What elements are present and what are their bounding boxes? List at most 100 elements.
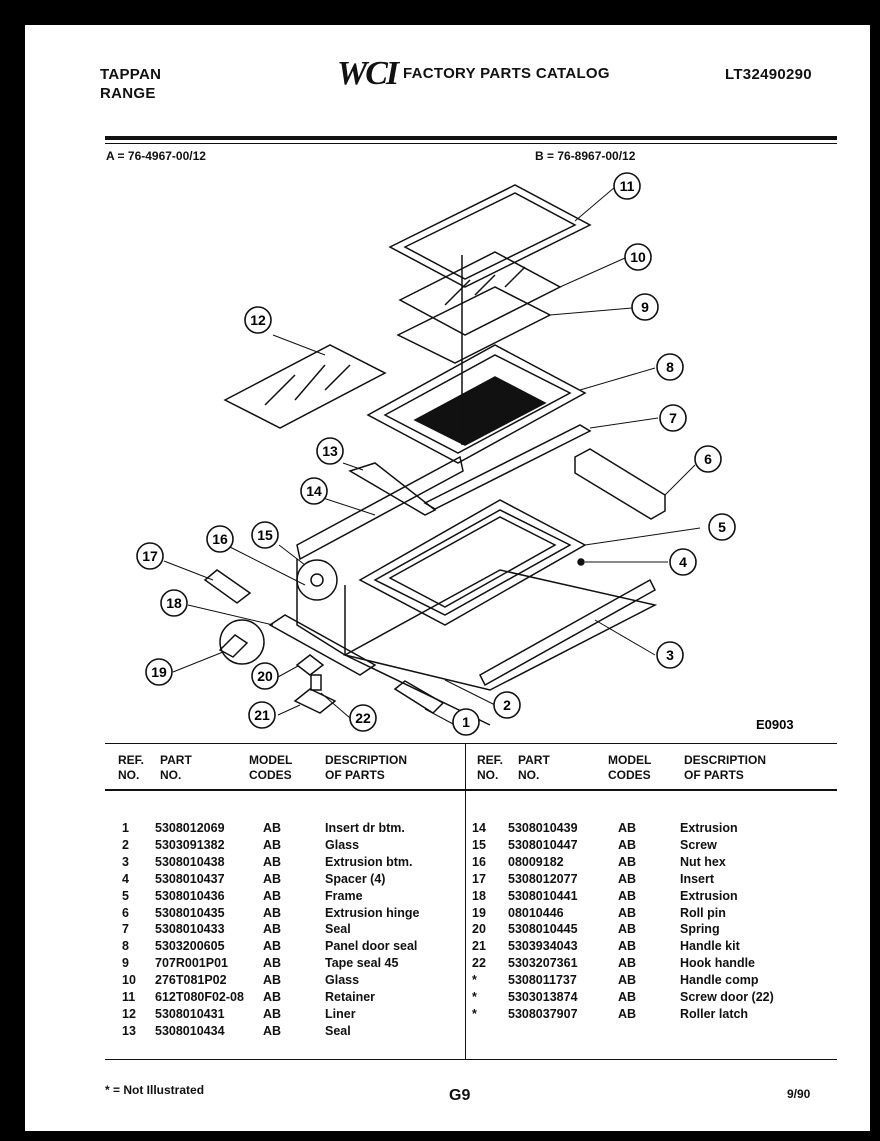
cell-part: 5308010431 [155, 1006, 225, 1021]
cell-ref: * [472, 1006, 477, 1021]
not-illustrated-note: * = Not Illustrated [105, 1083, 205, 1097]
detail-circle-19 [219, 619, 265, 665]
part-insert-17 [203, 569, 252, 604]
cell-model: AB [263, 821, 282, 835]
cell-desc: Screw door (22) [680, 990, 774, 1004]
callout-8: 8 [656, 353, 684, 381]
cell-model: AB [618, 905, 637, 920]
model-a-label: A = 76-4967-00/12 [106, 149, 206, 163]
cell-part: 5308010439 [508, 821, 578, 835]
cell-model: AB [618, 854, 637, 869]
callout-circle [349, 704, 377, 732]
callout-label: 14 [306, 483, 322, 499]
cell-desc: Extrusion hinge [325, 905, 420, 920]
model-b-label: B = 76-8967-00/12 [535, 149, 636, 163]
callout-circle [631, 293, 659, 321]
cell-ref: 6 [122, 905, 129, 920]
cell-ref: 21 [472, 939, 486, 954]
callout-1: 1 [452, 708, 480, 736]
callout-11: 11 [613, 172, 641, 200]
callout-circle [659, 404, 687, 432]
cell-desc: Tape seal 45 [325, 956, 399, 971]
callout-circle [160, 589, 188, 617]
cell-desc: Retainer [325, 990, 376, 1004]
callout-label: 19 [151, 664, 167, 680]
catalog-title: FACTORY PARTS CATALOG [403, 65, 610, 82]
callout-circle [206, 525, 234, 553]
cell-ref: 22 [472, 956, 486, 971]
revision-date: 9/90 [787, 1087, 811, 1101]
cell-model: AB [618, 956, 637, 971]
cell-desc: Liner [325, 1006, 356, 1021]
callout-label: 10 [630, 249, 646, 265]
cell-ref: 10 [122, 973, 136, 988]
callout-label: 3 [666, 647, 674, 663]
cell-desc: Screw [680, 837, 717, 852]
cell-part: 5303091382 [155, 837, 225, 852]
cell-model: AB [618, 837, 637, 852]
cell-part: 5308010441 [508, 888, 578, 903]
cell-part: 5308011737 [508, 973, 577, 988]
callout-4: 4 [669, 548, 697, 576]
callout-label: 18 [166, 595, 182, 611]
part-insert-dr-btm [393, 680, 445, 714]
cell-ref: * [472, 973, 477, 988]
cell-desc: Glass [325, 973, 360, 988]
cell-ref: 15 [472, 837, 486, 852]
cell-part: 5308010437 [155, 871, 225, 886]
cell-ref: 4 [122, 871, 129, 886]
diagram-code: E0903 [756, 717, 794, 732]
callout-label: 7 [669, 410, 677, 426]
cell-part: 5303013874 [508, 990, 578, 1004]
cell-desc: Handle kit [680, 939, 740, 954]
cell-model: AB [263, 888, 282, 903]
cell-model: AB [618, 973, 637, 988]
callout-10: 10 [624, 243, 652, 271]
cell-part: 5308012077 [508, 871, 578, 886]
header-rule-thin [105, 143, 837, 144]
callout-circle [136, 542, 164, 570]
cell-desc: Roll pin [680, 905, 726, 920]
part-spring [295, 654, 325, 676]
callout-label: 8 [666, 359, 674, 375]
cell-model: AB [263, 1023, 282, 1038]
callout-label: 16 [212, 531, 228, 547]
cell-ref: 17 [472, 871, 486, 886]
callout-circle [244, 306, 272, 334]
part-spacer [577, 558, 585, 566]
cell-ref: 9 [122, 956, 129, 971]
callout-label: 1 [462, 714, 470, 730]
cell-model: AB [618, 1006, 637, 1021]
cell-ref: 18 [472, 888, 486, 903]
cell-model: AB [618, 922, 637, 937]
cell-ref: * [472, 990, 477, 1004]
callout-15: 15 [251, 521, 279, 549]
part-extrusion-btm [479, 578, 656, 687]
leader-lines [163, 186, 701, 726]
cell-part: 5308010438 [155, 854, 225, 869]
callout-9: 9 [631, 293, 659, 321]
callout-circle [493, 691, 521, 719]
part-liner [223, 344, 387, 429]
cell-part: 5308010434 [155, 1023, 225, 1038]
callout-label: 11 [620, 178, 635, 194]
callout-19: 19 [145, 658, 173, 686]
callout-21: 21 [248, 701, 276, 729]
detail-circle-15 [296, 559, 338, 601]
